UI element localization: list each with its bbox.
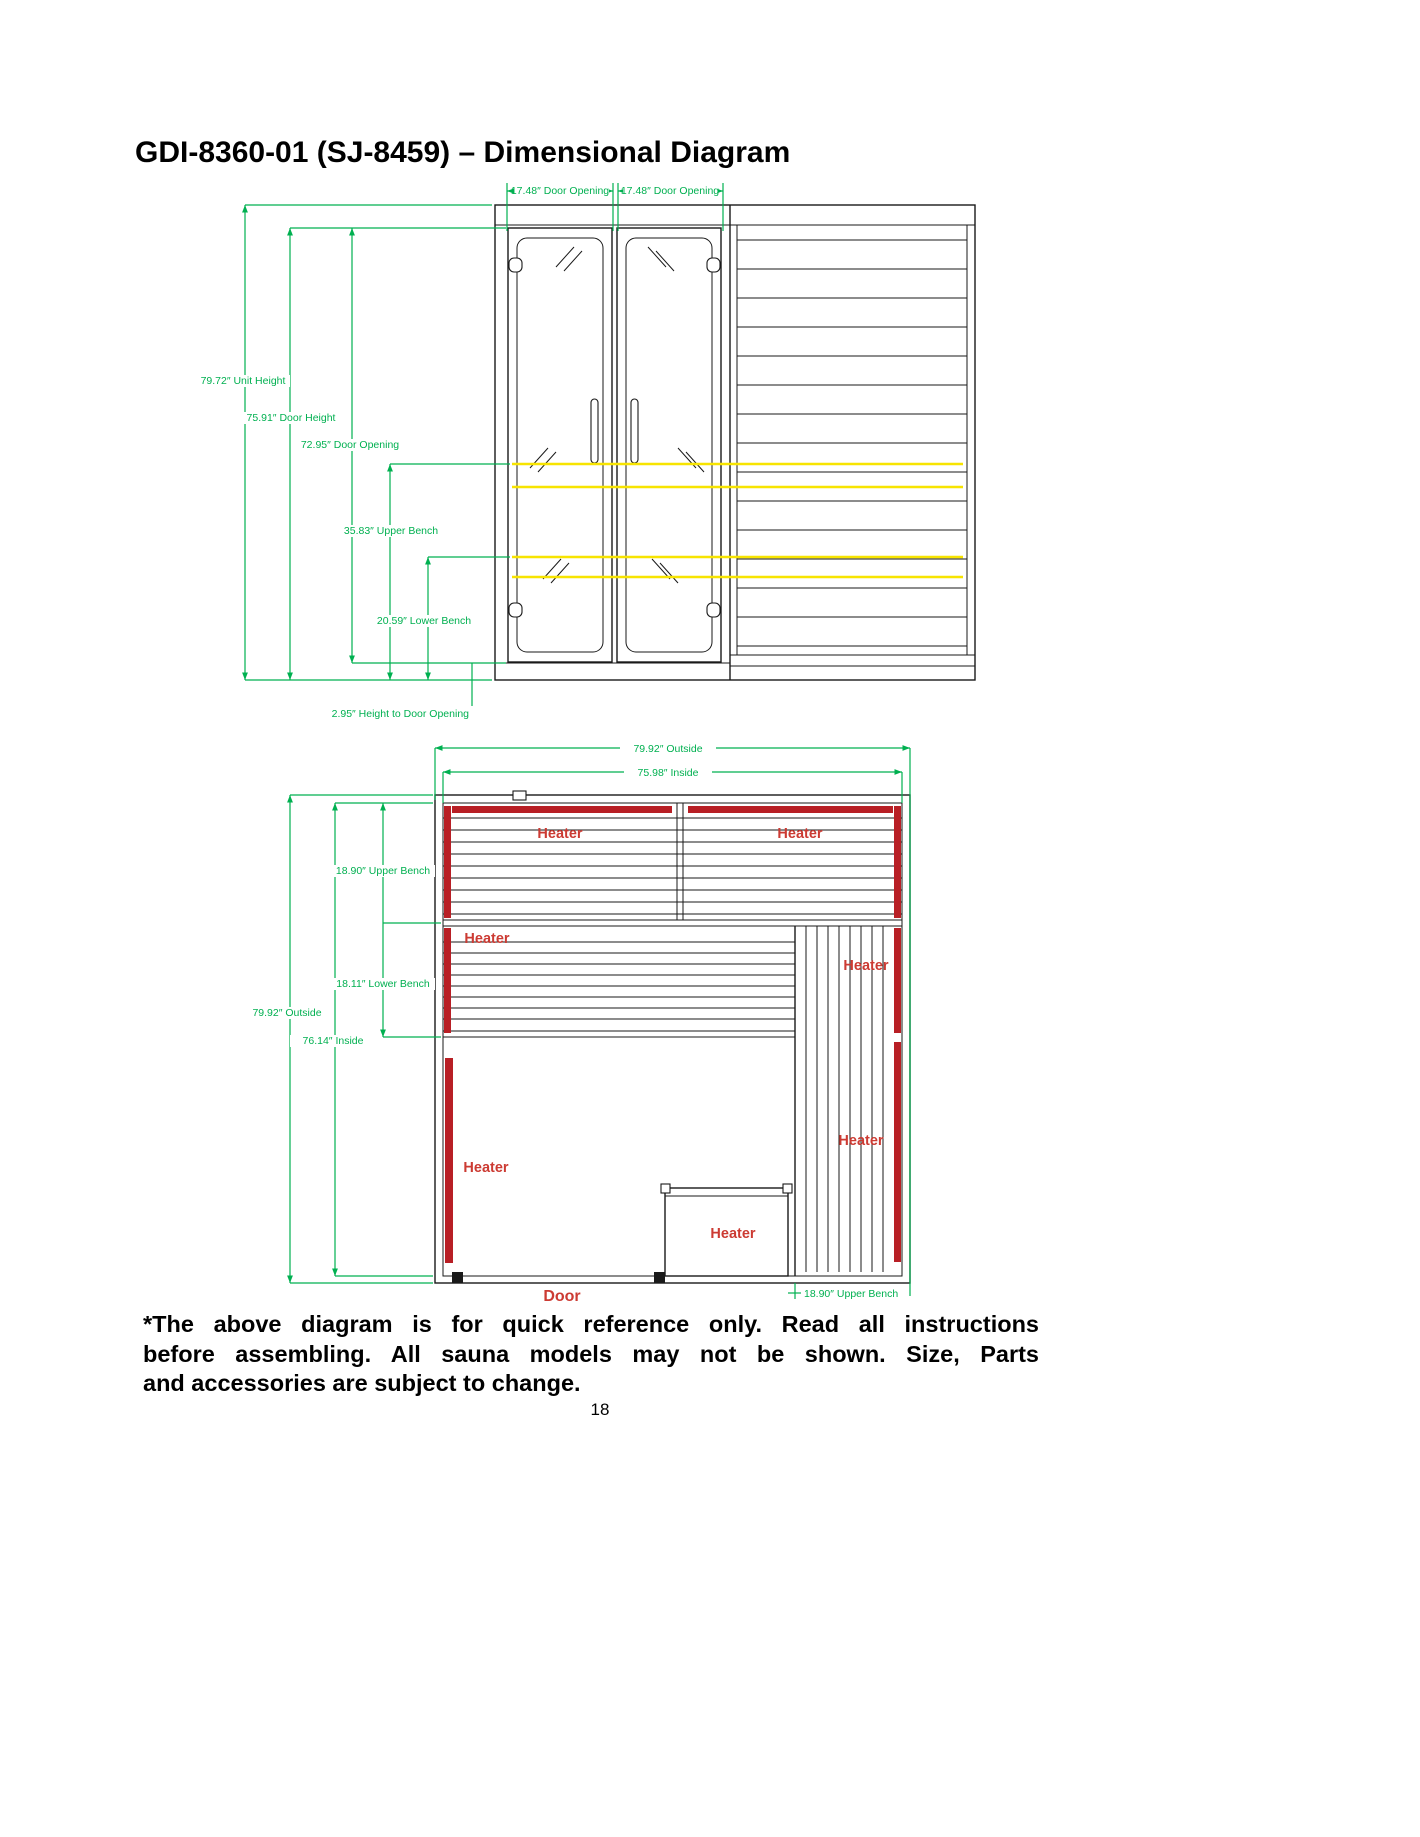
heater-label-enclosure: Heater xyxy=(710,1226,755,1242)
door-hinge xyxy=(508,257,523,273)
heater-bars xyxy=(444,806,901,1263)
bottom-heater-enclosure xyxy=(660,1183,793,1277)
front-view-dimensions: 17.48″ Door Opening 17.48″ Door Opening … xyxy=(196,183,724,720)
plan-inner-wall xyxy=(442,802,903,1277)
outside-width-label: 79.92″ Outside xyxy=(633,743,702,755)
front-elevation-view: 17.48″ Door Opening 17.48″ Door Opening … xyxy=(196,183,976,720)
footnote-line-2: before assembling. All sauna models may … xyxy=(143,1340,1039,1367)
door-hinge xyxy=(706,257,721,273)
heater-label-right-upper: Heater xyxy=(843,958,888,974)
door-hinge xyxy=(508,602,523,618)
bench-height-lines xyxy=(512,462,963,579)
footnote-line-3: and accessories are subject to change. xyxy=(143,1370,581,1397)
door-opening-height-label: 72.95″ Door Opening xyxy=(301,439,399,451)
door-hinge xyxy=(706,602,721,618)
roof-vent xyxy=(512,790,527,801)
upper-bench-height-label: 35.83″ Upper Bench xyxy=(344,525,438,537)
heater-bar xyxy=(445,1058,453,1263)
outside-depth-label: 79.92″ Outside xyxy=(252,1007,321,1019)
door-opening-width-right-label: 17.48″ Door Opening xyxy=(621,185,719,197)
side-panel-slats xyxy=(737,239,967,647)
heater-label-right-lower: Heater xyxy=(838,1133,883,1149)
lower-bench-slats xyxy=(443,941,795,1020)
inside-width-label: 75.98″ Inside xyxy=(638,767,699,779)
door-jamb xyxy=(654,1272,665,1283)
heater-label-mid-left: Heater xyxy=(464,931,509,947)
door-label: Door xyxy=(543,1288,580,1305)
heater-label-top-right: Heater xyxy=(777,826,822,842)
right-door-glass xyxy=(625,237,713,653)
left-door xyxy=(507,227,613,663)
heater-bar xyxy=(444,928,451,1033)
lower-bench-height-label: 20.59″ Lower Bench xyxy=(377,615,471,627)
lower-bench-depth-label: 18.11″ Lower Bench xyxy=(336,978,430,990)
heater-bar xyxy=(688,806,893,813)
heater-bar xyxy=(894,806,901,918)
unit-height-label: 79.72″ Unit Height xyxy=(201,375,286,387)
right-bench-slats xyxy=(805,926,884,1272)
heater-bar xyxy=(452,806,672,813)
door-height-label: 75.91″ Door Height xyxy=(247,412,336,424)
upper-bench-slats xyxy=(443,817,902,915)
right-door xyxy=(616,227,722,663)
heater-bar xyxy=(894,1042,901,1262)
double-glass-doors xyxy=(507,227,722,663)
page-number: 18 xyxy=(590,1400,610,1419)
left-door-glass xyxy=(516,237,604,653)
footnote: *The above diagram is for quick referenc… xyxy=(143,1310,1039,1399)
footnote-line-1: *The above diagram is for quick referenc… xyxy=(143,1311,1039,1337)
door-handle xyxy=(590,398,599,464)
height-to-door-opening-label: 2.95″ Height to Door Opening xyxy=(332,708,470,720)
door-opening-width-left-label: 17.48″ Door Opening xyxy=(511,185,609,197)
upper-bench-depth-label: 18.90″ Upper Bench xyxy=(336,865,430,877)
page-title: GDI-8360-01 (SJ-8459) – Dimensional Diag… xyxy=(135,136,791,169)
plan-view-dimensions: 79.92″ Outside 75.98″ Inside 79.92″ Outs… xyxy=(239,742,911,1300)
door-handle xyxy=(630,398,639,464)
heater-label-top-left: Heater xyxy=(537,826,582,842)
right-bench-width-label: 18.90″ Upper Bench xyxy=(804,1288,898,1300)
inside-depth-label: 76.14″ Inside xyxy=(303,1035,364,1047)
heater-bar xyxy=(894,928,901,1033)
heater-bar xyxy=(444,806,451,918)
glass-reflection-marks xyxy=(529,246,705,584)
plan-top-view: Heater Heater Heater Heater Heater Heate… xyxy=(239,742,911,1305)
unit-outline xyxy=(494,204,976,681)
door-jamb xyxy=(452,1272,463,1283)
heater-label-left-wall: Heater xyxy=(463,1160,508,1176)
